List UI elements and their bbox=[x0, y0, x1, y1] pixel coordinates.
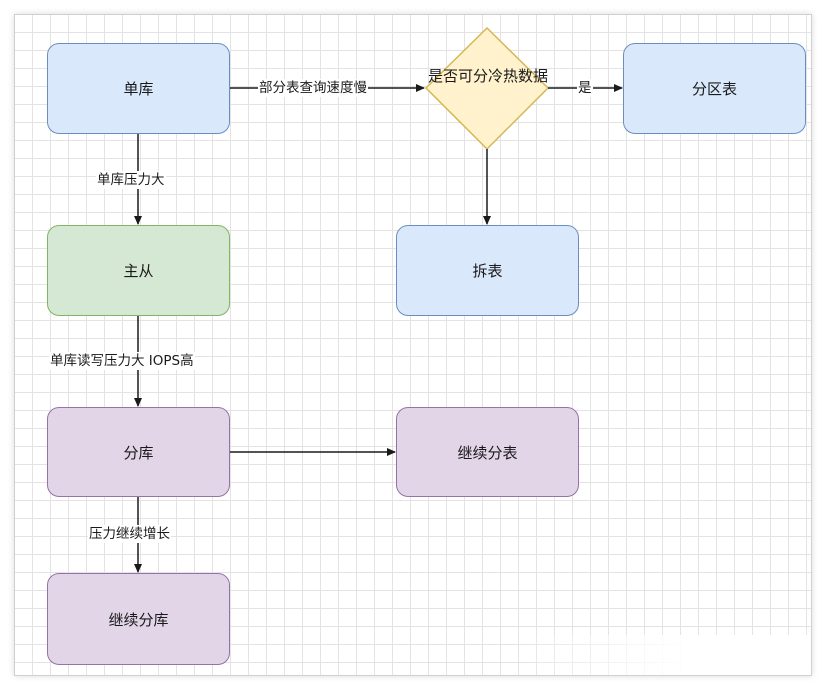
edge-label-pressure-growing: 压力继续增长 bbox=[88, 525, 171, 543]
node-label: 继续分库 bbox=[108, 610, 169, 629]
node-continue-split-table[interactable]: 继续分表 bbox=[396, 407, 579, 497]
node-sharding-db[interactable]: 分库 bbox=[47, 407, 230, 497]
edge-label-high-rw-iops: 单库读写压力大 IOPS高 bbox=[49, 352, 195, 370]
canvas-fade bbox=[511, 635, 811, 675]
decision-label: 是否可分冷热数据 bbox=[428, 67, 549, 85]
node-label: 分库 bbox=[123, 443, 154, 462]
node-master-slave[interactable]: 主从 bbox=[47, 225, 230, 316]
node-split-table[interactable]: 拆表 bbox=[396, 225, 579, 316]
node-label: 单库 bbox=[123, 80, 154, 98]
node-label: 分区表 bbox=[691, 80, 737, 98]
node-continue-sharding-db[interactable]: 继续分库 bbox=[47, 573, 230, 665]
node-label: 拆表 bbox=[472, 262, 503, 280]
hot-cold-decision-diamond[interactable] bbox=[424, 26, 550, 151]
node-label: 继续分表 bbox=[457, 443, 518, 462]
node-single-db[interactable]: 单库 bbox=[47, 43, 230, 134]
edge-label-high-pressure: 单库压力大 bbox=[96, 171, 166, 189]
edge-label-yes: 是 bbox=[577, 79, 593, 97]
edge-label-slow-query: 部分表查询速度慢 bbox=[258, 79, 368, 97]
node-partition-table[interactable]: 分区表 bbox=[623, 43, 806, 134]
node-label: 主从 bbox=[123, 262, 154, 280]
